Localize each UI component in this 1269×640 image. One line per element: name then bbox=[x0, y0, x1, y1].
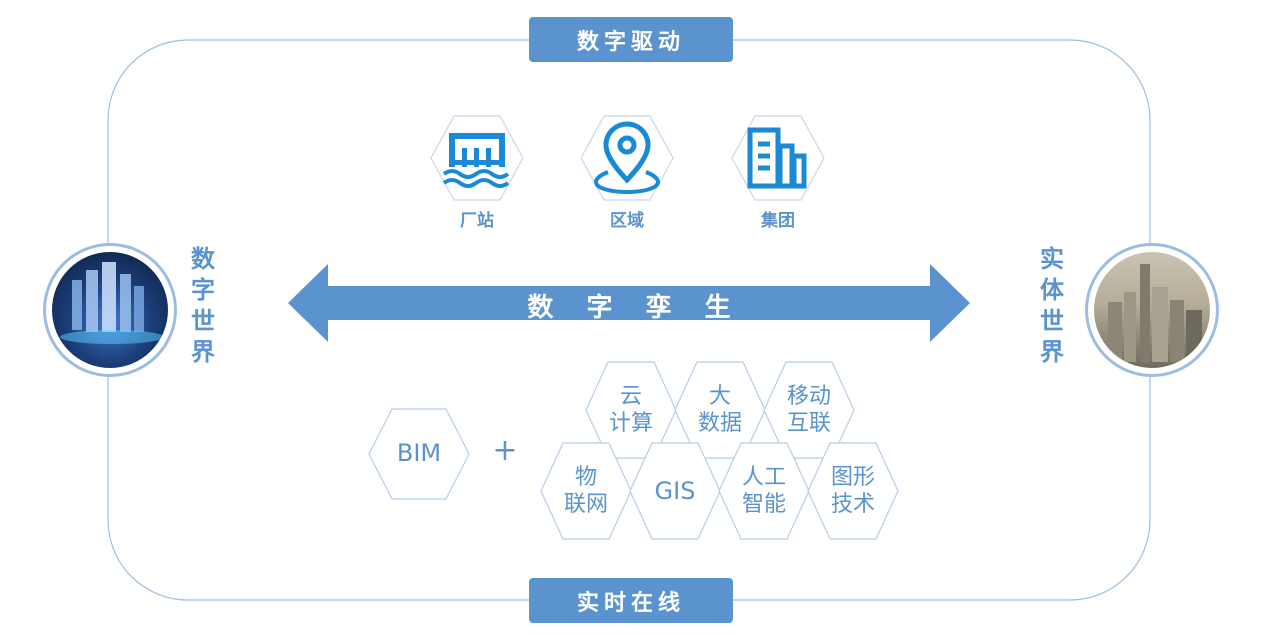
buildings-icon bbox=[747, 127, 807, 189]
digital-world-image bbox=[43, 243, 177, 377]
physical-world-label: 实体 世界 bbox=[1040, 245, 1064, 366]
scope-label-factory: 厂站 bbox=[460, 211, 494, 231]
plus-sign: + bbox=[492, 433, 518, 468]
hex-gis bbox=[629, 442, 721, 540]
top-pill: 数字驱动 bbox=[529, 17, 733, 62]
double-arrow bbox=[288, 264, 970, 342]
hex-bim bbox=[368, 408, 470, 500]
physical-world-image bbox=[1085, 243, 1219, 377]
hex-ai bbox=[718, 442, 810, 540]
hex-graphics bbox=[807, 442, 899, 540]
tech-big-data: 大数据 bbox=[697, 384, 742, 436]
tech-ai: 人工智能 bbox=[741, 465, 786, 517]
scope-label-region: 区域 bbox=[610, 211, 644, 231]
hex-iot bbox=[540, 442, 632, 540]
tech-mobile-internet: 移动互联 bbox=[786, 384, 831, 436]
bottom-pill: 实时在线 bbox=[529, 578, 733, 623]
location-pin-icon bbox=[593, 121, 661, 195]
tech-cloud-computing: 云计算 bbox=[608, 384, 653, 436]
tech-gis: GIS bbox=[654, 477, 696, 505]
digital-twin-label: 数 字 孪 生 bbox=[527, 293, 743, 323]
tech-iot: 物联网 bbox=[563, 465, 608, 517]
tech-graphics: 图形技术 bbox=[830, 465, 875, 517]
bim-label: BIM bbox=[396, 439, 442, 467]
factory-water-icon bbox=[442, 133, 510, 188]
scope-label-group: 集团 bbox=[761, 211, 795, 231]
digital-world-label: 数字 世界 bbox=[191, 245, 215, 366]
hex-region bbox=[580, 115, 674, 201]
